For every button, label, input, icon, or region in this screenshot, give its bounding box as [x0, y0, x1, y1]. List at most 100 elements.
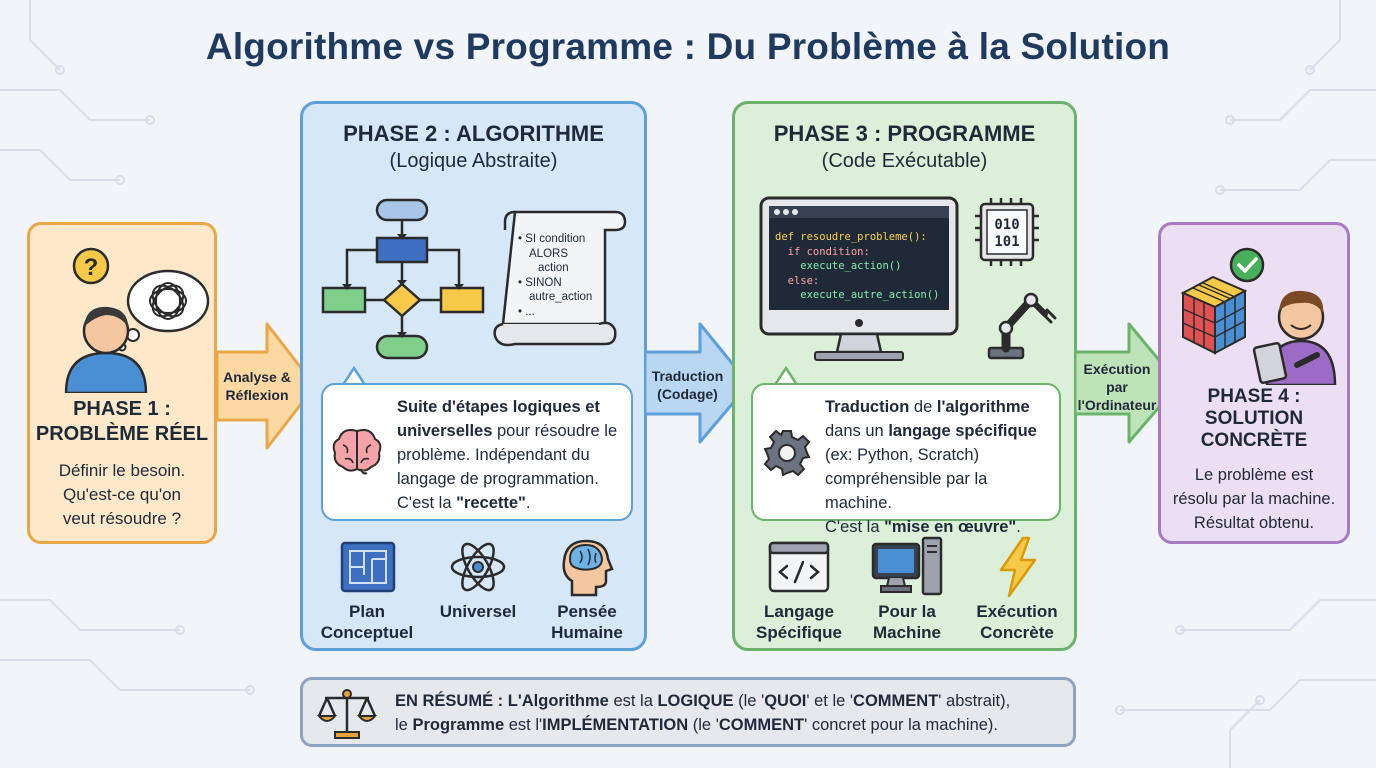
arrow-execution [1075, 322, 1181, 444]
phase3-description: Traduction de l'algorithme dans un langa… [751, 383, 1061, 536]
phase2-subtitle: (Logique Abstraite) [389, 150, 558, 172]
phase1-title-line1: PHASE 1 : [73, 398, 171, 420]
langage-label-line1: Langage [764, 602, 834, 621]
code-line2: if condition: [775, 245, 870, 258]
atom-icon [450, 542, 506, 592]
summary-b7: COMMENT [718, 716, 805, 734]
summary-t7: (le ' [688, 716, 719, 734]
phase3-desc-b1: Traduction [825, 398, 910, 416]
arrow1-line2: Réflexion [225, 387, 289, 403]
svg-text:?: ? [84, 254, 99, 281]
phase3-desc-b4: "mise en œuvre" [884, 518, 1017, 536]
summary-b1: EN RÉSUMÉ : L'Algorithme [395, 692, 609, 710]
machine-label-line1: Pour la [878, 602, 936, 621]
phase3-desc-t1: de [909, 398, 937, 416]
universel-label: Universel [439, 602, 517, 621]
phase1-text-line1: Définir le besoin. [58, 461, 186, 480]
phase2-desc-prefix: C'est la [397, 494, 457, 512]
phase3-desc-suffix: . [1016, 518, 1021, 536]
arrow2-line2: (Codage) [657, 386, 718, 402]
phase4-text-line2: résolu par la machine. [1172, 490, 1336, 508]
gear-icon [763, 429, 811, 477]
phase3-subtitle: (Code Exécutable) [821, 150, 988, 172]
code-line1: def resoudre_probleme(): [775, 231, 927, 243]
plan-icon [340, 541, 396, 593]
phase2-title: PHASE 2 : ALGORITHME [343, 121, 604, 146]
phase2-desc-suffix: . [525, 494, 531, 512]
summary-b3: QUOI [764, 692, 807, 710]
phase2-desc-recette: "recette" [456, 494, 526, 512]
phase1-card: ? PHASE 1 : PROBLÈME RÉEL Définir le bes… [27, 222, 217, 544]
phase2-description: Suite d'étapes logiques et universelles … [321, 383, 633, 521]
langage-label-line2: Spécifique [756, 623, 842, 642]
arrow-analyse [217, 322, 317, 450]
arrow-traduction [645, 322, 751, 444]
scroll-line3: action [538, 262, 569, 274]
summary-t5: le [395, 716, 413, 734]
scroll-icon [493, 210, 627, 347]
summary-t8: ' concret pour la machine). [804, 716, 999, 734]
scroll-line6: • ... [518, 305, 535, 318]
phase4-card: PHASE 4 : SOLUTION CONCRÈTE Le problème … [1158, 222, 1350, 544]
summary-t1: est la [608, 692, 658, 710]
scroll-line5: autre_action [529, 291, 593, 303]
head-brain-icon [562, 539, 614, 597]
phase1-text-line3: veut résoudre ? [62, 509, 182, 528]
summary-box: EN RÉSUMÉ : L'Algorithme est la LOGIQUE … [300, 677, 1076, 747]
code-line4: else: [775, 274, 820, 287]
summary-b2: LOGIQUE [657, 692, 734, 710]
phase2-desc-bold: Suite d'étapes logiques et universelles [397, 398, 600, 440]
chip-line1: 010 [994, 217, 1020, 233]
summary-b5: Programme [412, 716, 505, 734]
chip-line2: 101 [994, 234, 1020, 250]
arrow1-line1: Analyse & [223, 369, 291, 385]
page-title: Algorithme vs Programme : Du Problème à … [205, 26, 1171, 67]
solved-cube-person-icon [1180, 247, 1337, 385]
phase4-text-line1: Le problème est [1194, 466, 1314, 484]
summary-b4: COMMENT [853, 692, 939, 710]
phase3-card: PHASE 3 : PROGRAMME (Code Exécutable) de… [732, 101, 1077, 651]
scroll-line1: • SI condition [518, 233, 586, 245]
phase4-title-line2: SOLUTION [1204, 408, 1304, 429]
computer-icon [871, 536, 943, 596]
phase2-card: PHASE 2 : ALGORITHME (Logique Abstraite) [300, 101, 647, 651]
scales-icon [317, 689, 377, 739]
execution-label-line1: Exécution [976, 602, 1058, 621]
monitor-icon [759, 196, 959, 361]
chip-icon [975, 198, 1039, 266]
arrow2-line1: Traduction [651, 368, 724, 384]
execution-label-line2: Concrète [980, 623, 1054, 642]
robot-arm-icon [987, 292, 1057, 360]
phase3-desc-b2: l'algorithme [936, 398, 1030, 416]
arrow3-line2: par [1106, 379, 1128, 395]
phase3-desc-t2: dans un [825, 422, 889, 440]
plan-label-line1: Plan [349, 602, 385, 621]
pensee-label-line2: Humaine [551, 623, 623, 642]
plan-label-line2: Conceptuel [320, 623, 414, 642]
code-line3: execute_action() [775, 260, 902, 272]
phase3-title: PHASE 3 : PROGRAMME [773, 121, 1036, 146]
brain-icon [332, 429, 382, 475]
lightning-icon [999, 536, 1037, 598]
code-line5: execute_autre_action() [775, 289, 940, 301]
machine-label-line2: Machine [872, 623, 942, 642]
phase1-text-line2: Qu'est-ce qu'on [62, 485, 181, 504]
phase4-title-line3: CONCRÈTE [1200, 430, 1308, 451]
scroll-line4: • SINON [518, 276, 562, 289]
flowchart-icon [321, 198, 485, 360]
phase2-desc-text: pour résoudre le problème. Indépendant d… [397, 422, 618, 488]
arrow3-line1: Exécution [1083, 361, 1151, 377]
summary-t2: (le ' [733, 692, 765, 710]
phase4-title-line1: PHASE 4 : [1207, 386, 1301, 407]
summary-t3: ' et le ' [806, 692, 854, 710]
code-icon [768, 541, 830, 593]
arrow3-line3: l'Ordinateur [1077, 397, 1157, 413]
phase3-desc-prefix: C'est la [825, 518, 885, 536]
phase3-desc-b3: langage spécifique [888, 422, 1037, 440]
scroll-line2: ALORS [529, 247, 568, 260]
thinking-person-icon: ? [64, 247, 210, 393]
pensee-label-line1: Pensée [557, 602, 617, 621]
summary-t4: ' abstrait), [938, 692, 1011, 710]
phase4-text-line3: Résultat obtenu. [1193, 514, 1315, 532]
